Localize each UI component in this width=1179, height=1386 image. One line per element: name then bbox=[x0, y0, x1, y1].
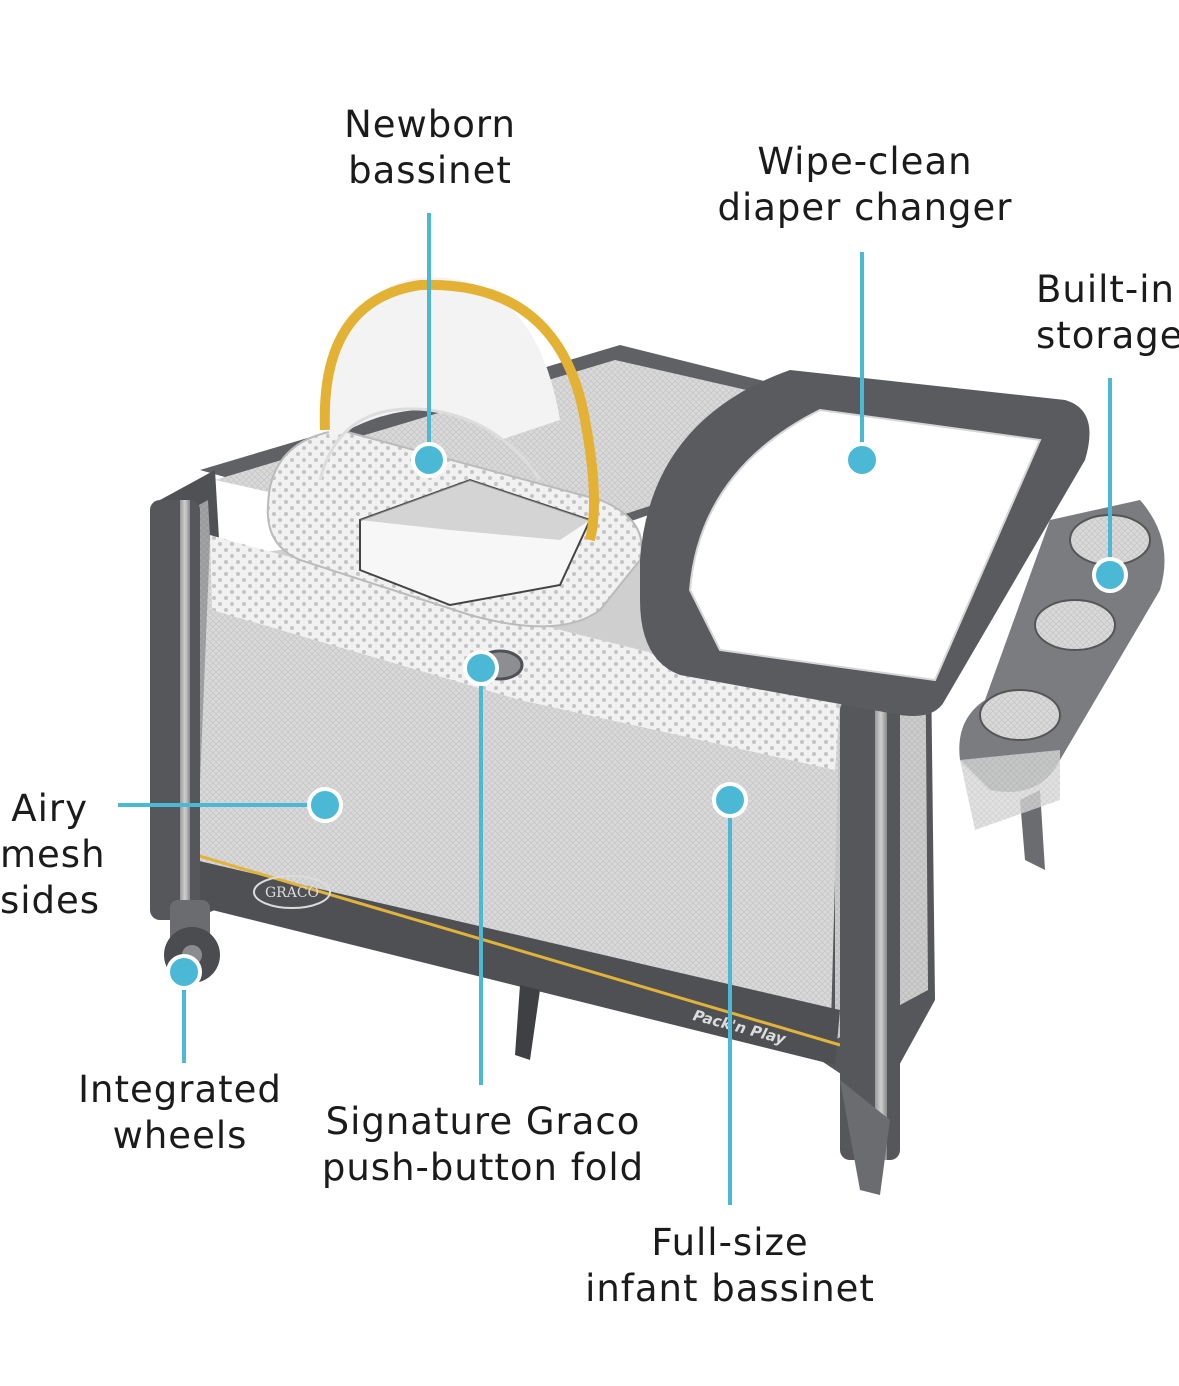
dot-mesh-sides bbox=[307, 787, 343, 823]
label-storage: Built-in storage bbox=[1036, 267, 1179, 359]
label-line: Built-in bbox=[1036, 268, 1175, 311]
dot-newborn-bassinet bbox=[411, 442, 447, 478]
label-line: mesh bbox=[0, 833, 104, 876]
callout-dots bbox=[166, 442, 1128, 990]
label-line: sides bbox=[0, 879, 101, 922]
callout-lines bbox=[118, 213, 1112, 1205]
label-line: storage bbox=[1036, 314, 1179, 357]
label-line: wheels bbox=[112, 1114, 248, 1157]
dot-storage bbox=[1092, 557, 1128, 593]
dot-push-button bbox=[463, 650, 499, 686]
dot-infant-bassinet bbox=[712, 782, 748, 818]
label-push-button-fold: Signature Graco push-button fold bbox=[303, 1099, 663, 1191]
label-line: Full-size bbox=[651, 1221, 809, 1264]
label-line: bassinet bbox=[348, 149, 512, 192]
label-line: Signature Graco bbox=[325, 1100, 641, 1143]
label-line: Airy bbox=[11, 787, 88, 830]
diaper-changer bbox=[640, 370, 1090, 716]
graco-logo: GRACO bbox=[265, 885, 319, 901]
label-mesh-sides: Airy mesh sides bbox=[0, 786, 104, 924]
label-line: infant bassinet bbox=[585, 1267, 875, 1310]
dot-wheels bbox=[166, 954, 202, 990]
label-line: Wipe-clean bbox=[757, 140, 973, 183]
label-infant-bassinet: Full-size infant bassinet bbox=[565, 1220, 895, 1312]
dot-diaper-changer bbox=[844, 442, 880, 478]
label-line: Integrated bbox=[78, 1068, 282, 1111]
newborn-bassinet bbox=[266, 277, 643, 628]
label-newborn-bassinet: Newborn bassinet bbox=[310, 102, 550, 194]
label-line: push-button fold bbox=[321, 1146, 645, 1189]
label-wheels: Integrated wheels bbox=[60, 1067, 300, 1159]
label-line: diaper changer bbox=[717, 186, 1013, 229]
label-diaper-changer: Wipe-clean diaper changer bbox=[710, 139, 1020, 231]
label-line: Newborn bbox=[344, 103, 516, 146]
